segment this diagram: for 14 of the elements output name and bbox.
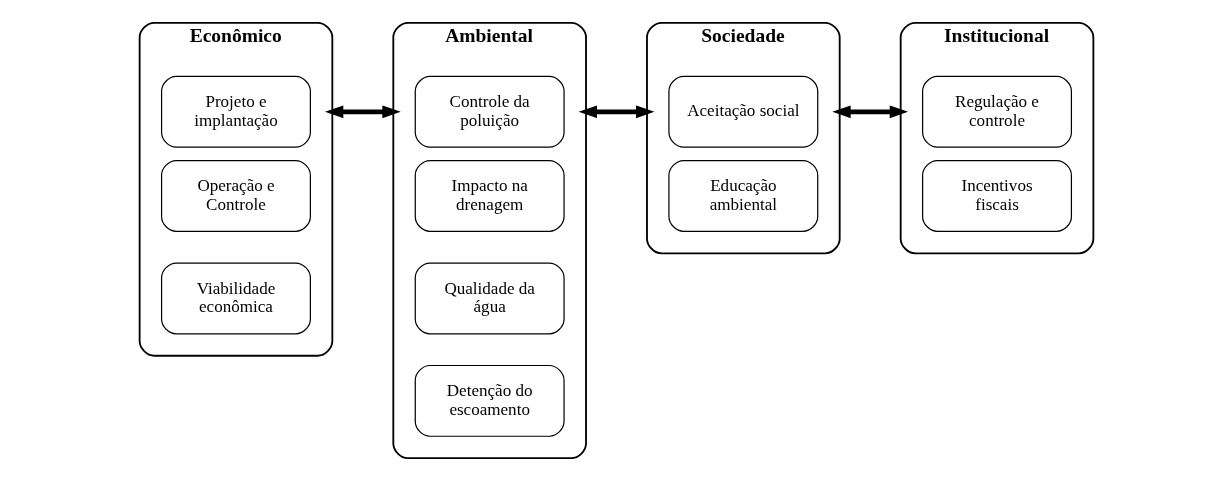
node-box: Educação ambiental [667,160,818,232]
node-box: Projeto e implantação [160,75,311,148]
node-box: Controle da poluição [414,75,565,148]
node-box: Aceitação social [667,75,818,148]
arrow [831,105,908,119]
arrow [324,105,401,119]
node-box: Incentivos fiscais [921,160,1072,232]
node-box: Regulação e controle [921,75,1072,148]
node-box: Impacto na drenagem [414,160,565,232]
node-box: Operação e Controle [160,160,311,232]
node-box: Detenção do escoamento [414,364,565,437]
arrow [578,105,654,119]
node-box: Viabilidade econômica [160,262,311,335]
node-box: Qualidade da água [414,262,565,335]
